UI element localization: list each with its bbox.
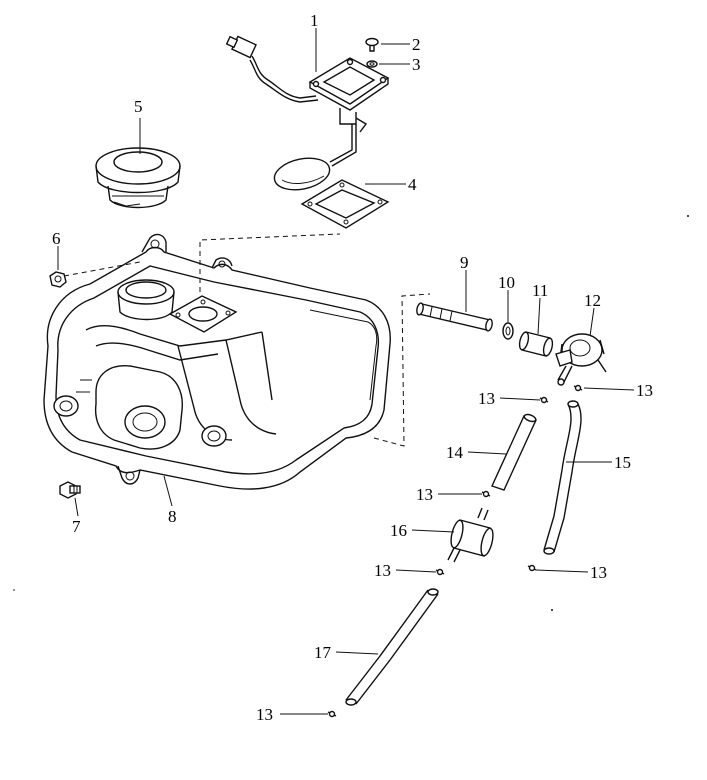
part-fuel-gauge-sender <box>225 35 390 191</box>
part-fuel-filter <box>447 507 494 563</box>
callout-10: 10 <box>498 273 515 292</box>
callout-13-d: 13 <box>374 561 391 580</box>
callout-4: 4 <box>408 175 417 194</box>
part-vacuum-hose <box>543 400 582 555</box>
part-gasket <box>300 179 390 229</box>
part-bolt <box>59 481 81 499</box>
callout-labels: 1 2 3 4 5 6 7 8 9 10 11 12 13 13 13 13 1… <box>52 11 653 724</box>
callout-15: 15 <box>614 453 631 472</box>
scan-specks <box>13 215 689 611</box>
part-screw <box>365 37 379 52</box>
clip-13b <box>573 384 583 392</box>
callout-14: 14 <box>446 443 464 462</box>
part-o-ring <box>502 322 514 340</box>
part-fuel-hose-long <box>345 588 439 706</box>
callout-9: 9 <box>460 253 469 272</box>
callout-12: 12 <box>584 291 601 310</box>
assembly-guide-lines <box>63 233 431 447</box>
clip-13f <box>327 710 337 718</box>
part-fuel-hose-short <box>491 413 537 491</box>
clip-13c <box>481 490 491 498</box>
callout-17: 17 <box>314 643 332 662</box>
callout-13-b: 13 <box>636 381 653 400</box>
callout-2: 2 <box>412 35 421 54</box>
callout-13-c: 13 <box>416 485 433 504</box>
callout-1: 1 <box>310 11 319 30</box>
part-nut <box>49 271 67 288</box>
callout-5: 5 <box>134 97 143 116</box>
callout-13-e: 13 <box>590 563 607 582</box>
clip-13a <box>539 396 549 404</box>
part-washer <box>366 60 378 68</box>
leader-lines <box>57 28 635 715</box>
callout-7: 7 <box>72 517 81 536</box>
clip-13d <box>435 568 445 576</box>
clip-13e <box>527 564 537 572</box>
part-collar <box>518 331 554 357</box>
part-joint-pipe <box>416 302 493 332</box>
callout-16: 16 <box>390 521 407 540</box>
part-fuel-cap <box>95 147 181 209</box>
callout-8: 8 <box>168 507 177 526</box>
callout-13-a: 13 <box>478 389 495 408</box>
part-fuel-tank <box>43 233 391 490</box>
callout-11: 11 <box>532 281 548 300</box>
callout-3: 3 <box>412 55 421 74</box>
part-hose-clips <box>327 384 583 718</box>
callout-13-f: 13 <box>256 705 273 724</box>
callout-6: 6 <box>52 229 61 248</box>
part-fuel-valve <box>555 333 607 386</box>
